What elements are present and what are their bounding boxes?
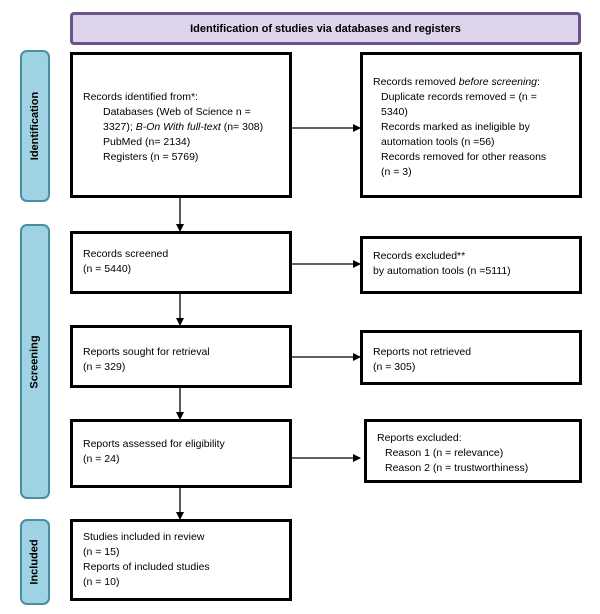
studies-included-box: Studies included in review (n = 15) Repo… — [70, 519, 292, 601]
databases-bon-name: B-On With full-text — [135, 121, 221, 133]
ineligible-line-1: Records marked as ineligible by — [381, 121, 530, 133]
removed-title-ital: before screening — [458, 76, 538, 88]
records-excluded-label: Records excluded** — [373, 250, 466, 262]
reports-sought-count: (n = 329) — [83, 361, 126, 373]
pubmed-line: PubMed (n= 2134) — [103, 136, 191, 148]
reports-assessed-box: Reports assessed for eligibility (n = 24… — [70, 419, 292, 488]
databases-line-2: 3327); B-On With full-text (n= 308) — [83, 120, 279, 135]
records-removed-title: Records removed before screening: — [373, 75, 569, 90]
reports-excluded-box: Reports excluded: Reason 1 (n = relevanc… — [364, 419, 582, 483]
records-screened-box: Records screened (n = 5440) — [70, 231, 292, 294]
duplicates-line-2: 5340) — [381, 106, 408, 118]
reports-not-retrieved-count: (n = 305) — [373, 361, 416, 373]
phase-identification: Identification — [20, 50, 50, 202]
records-identified-title: Records identified from*: — [83, 91, 198, 103]
removed-title-post: : — [537, 76, 540, 88]
reports-not-retrieved-box: Reports not retrieved (n = 305) — [360, 330, 582, 385]
studies-included-count: (n = 15) — [83, 546, 120, 558]
ineligible-line-2: automation tools (n =56) — [381, 136, 495, 148]
duplicates-line-1: Duplicate records removed = (n = — [381, 91, 537, 103]
databases-bon-count: (n= 308) — [223, 121, 264, 133]
records-excluded-box: Records excluded** by automation tools (… — [360, 236, 582, 294]
reports-of-included-label: Reports of included studies — [83, 561, 210, 573]
records-identified-box: Records identified from*: Databases (Web… — [70, 52, 292, 198]
other-reasons-line-2: (n = 3) — [381, 166, 412, 178]
databases-line-1: Databases (Web of Science n = — [103, 106, 251, 118]
records-excluded-detail: by automation tools (n =5111) — [373, 265, 511, 277]
reports-of-included-count: (n = 10) — [83, 576, 120, 588]
phase-screening: Screening — [20, 224, 50, 499]
reports-not-retrieved-label: Reports not retrieved — [373, 346, 472, 358]
header-title: Identification of studies via databases … — [190, 22, 461, 35]
reason-2-line: Reason 2 (n = trustworthiness) — [385, 462, 529, 474]
reports-assessed-label: Reports assessed for eligibility — [83, 438, 225, 450]
diagram-header: Identification of studies via databases … — [70, 12, 581, 45]
reports-sought-label: Reports sought for retrieval — [83, 346, 210, 358]
studies-included-label: Studies included in review — [83, 531, 205, 543]
reason-1-line: Reason 1 (n = relevance) — [385, 447, 504, 459]
records-screened-count: (n = 5440) — [83, 263, 132, 275]
registers-line: Registers (n = 5769) — [103, 151, 199, 163]
reports-excluded-label: Reports excluded: — [377, 432, 462, 444]
removed-title-pre: Records removed — [373, 76, 456, 88]
records-removed-box: Records removed before screening: Duplic… — [360, 52, 582, 198]
reports-assessed-count: (n = 24) — [83, 453, 120, 465]
databases-wos-count: 3327); — [103, 121, 133, 133]
records-screened-label: Records screened — [83, 248, 169, 260]
reports-sought-box: Reports sought for retrieval (n = 329) — [70, 325, 292, 388]
other-reasons-line-1: Records removed for other reasons — [381, 151, 547, 163]
phase-included: Included — [20, 519, 50, 605]
